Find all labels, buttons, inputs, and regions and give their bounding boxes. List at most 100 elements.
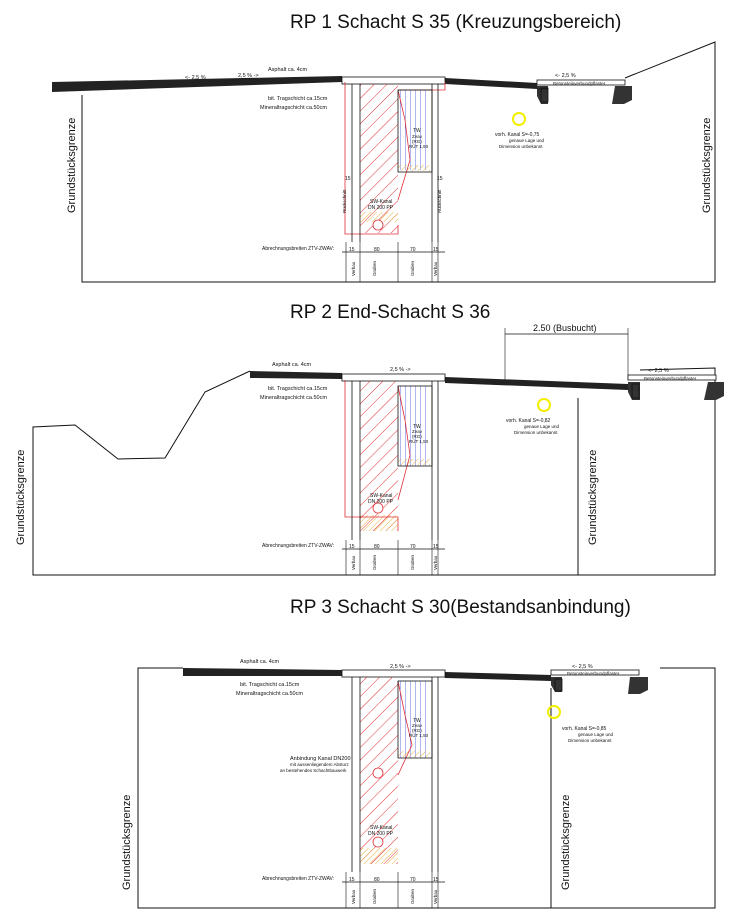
section-1-rueck-right: Rückschnitt [437, 189, 442, 213]
section-3-col-1: Graben [372, 888, 377, 904]
section-1-tw-3: (RG) [412, 139, 422, 144]
section-1-sw-2: DN 200 PP [368, 205, 394, 211]
section-2: 2.50 (Busbucht) 2,5 % -> <- 2,5 % Betons… [15, 323, 724, 576]
section-1-asphalt-label: Asphalt ca. 4cm [268, 67, 308, 73]
section-3-kanal-label: vorh. Kanal S=-0,85 [562, 726, 607, 732]
section-2-dim-1: 80 [374, 544, 380, 550]
section-1-slope-left: <- 2,5 % [185, 75, 206, 81]
section-1-kanal-sub1: genaue Lage und [509, 138, 545, 143]
section-2-title: RP 2 End-Schacht S 36 [290, 302, 491, 323]
section-3: 2,5 % -> <- 2,5 % Betonsteinverbundpflas… [121, 659, 716, 909]
section-3-dim-0: 15 [349, 877, 355, 883]
section-2-trench-blue [398, 386, 430, 466]
section-3-grund-right: Grundstücksgrenze [560, 795, 572, 890]
section-2-sw-2: DN 200 PP [368, 499, 394, 505]
section-2-asphalt-label: Asphalt ca. 4cm [272, 362, 312, 368]
section-1-col-3: Verbau [433, 261, 438, 276]
section-1-sw-1: SW-Kanal [370, 199, 392, 205]
section-3-anb-1: Anbindung Kanal DN200 [290, 756, 351, 762]
section-2-grund-right: Grundstücksgrenze [587, 450, 599, 545]
section-2-curb-label: Betonsteinverbundpflaster [644, 376, 697, 381]
section-1-trench-blue [398, 90, 430, 170]
section-1-rueck-left: Rückschnitt [342, 189, 347, 213]
section-2-grund-left: Grundstücksgrenze [15, 450, 27, 545]
section-2-kanal-sub2: Dimension unbekannt [514, 430, 558, 435]
section-2-road [250, 371, 342, 379]
section-3-tw-4: RÜT 1,50 [409, 732, 429, 738]
section-2-col-2: Graben [410, 554, 415, 570]
section-3-sw-1: SW-Kanal [370, 825, 392, 831]
section-3-kanal-sub2: Dimension unbekannt [568, 738, 612, 743]
section-1-grund-left: Grundstücksgrenze [66, 118, 78, 213]
section-2-tw-4: RÜT 1,50 [409, 438, 429, 444]
section-2-mineral-label: Mineraltragschicht ca.50cm [260, 395, 327, 401]
section-3-grund-left: Grundstücksgrenze [121, 795, 133, 890]
section-2-slope-right: <- 2,5 % [648, 368, 669, 374]
section-2-kanal-sub1: genaue Lage und [524, 424, 560, 429]
section-3-col-2: Graben [410, 888, 415, 904]
section-2-tw-2: Zeav [412, 429, 423, 434]
section-2-dim-2: 70 [410, 544, 416, 550]
section-1-trench-hatch [360, 84, 398, 233]
section-1-tw-2: Zeav [412, 134, 423, 139]
section-1-slope-right: <- 2,5 % [555, 73, 576, 79]
section-1-pipe-circle [372, 219, 384, 231]
section-2-pipe-circle [372, 502, 384, 514]
section-2-bus-label: 2.50 (Busbucht) [533, 323, 597, 333]
section-3-title: RP 3 Schacht S 30(Bestandsanbindung) [290, 597, 631, 618]
section-3-outline [137, 667, 716, 909]
section-1-road [52, 76, 342, 92]
section-1-title: RP 1 Schacht S 35 (Kreuzungsbereich) [290, 12, 622, 33]
section-1-abrechnung: Abrechnungsbreiten ZTV-ZWAV: [262, 246, 334, 252]
section-3-trench-blue [398, 681, 430, 758]
section-2-col-0: Verbau [351, 555, 356, 570]
section-2-existing-pipe-marker [537, 398, 551, 412]
section-1-col-0: Verbau [351, 261, 356, 276]
section-3-dim-2: 70 [410, 877, 416, 883]
section-3-tw-3: (RG) [412, 728, 422, 733]
section-1-dim-3: 15 [433, 247, 439, 253]
section-3-tw-2: Zeav [412, 723, 423, 728]
section-3-slope-mid: 2,5 % -> [390, 664, 411, 670]
section-1-curb-label: Betonsteinverbundpflaster [553, 81, 606, 86]
section-2-tw-1: TW [413, 424, 421, 430]
section-3-connection-circle [372, 767, 384, 779]
section-1-dim-2: 70 [410, 247, 416, 253]
section-2-col-1: Graben [372, 554, 377, 570]
section-3-col-3: Verbau [433, 889, 438, 904]
section-3-dim-3: 15 [433, 877, 439, 883]
section-1-col-1: Graben [372, 260, 377, 276]
section-3-existing-pipe-marker [547, 705, 561, 719]
section-1-existing-pipe-marker [512, 112, 526, 126]
section-2-outline [32, 367, 716, 576]
section-1-trag-label: bit. Tragschicht ca.15cm [268, 96, 328, 102]
section-1-dim-15-left: 15 [345, 176, 351, 182]
section-2-dim-0: 15 [349, 544, 355, 550]
section-3-anb-2: mit aussenliegendem Absturz [290, 762, 350, 767]
section-2-kanal-label: vorh. Kanal S=-0,82 [506, 418, 551, 424]
section-3-curb-label: Betonsteinverbundpflaster [567, 671, 620, 676]
section-2-road-right [445, 377, 628, 390]
section-3-anb-3: an bestehendes Schachtbauwerk [280, 768, 347, 773]
section-3-abrechnung: Abrechnungsbreiten ZTV-ZWAV: [262, 876, 334, 882]
section-2-abrechnung: Abrechnungsbreiten ZTV-ZWAV: [262, 543, 334, 549]
section-1-dim-15-right: 15 [437, 176, 443, 182]
section-3-dim-1: 80 [374, 877, 380, 883]
section-1-kanal-sub2: Dimension unbekannt [499, 144, 543, 149]
section-3-col-0: Verbau [351, 889, 356, 904]
section-1-tw-4: RÜT 1,50 [409, 143, 429, 149]
section-1-tw-1: TW [413, 128, 421, 134]
section-2-tw-3: (RG) [412, 434, 422, 439]
section-2-col-3: Verbau [433, 555, 438, 570]
section-2-dim-3: 15 [433, 544, 439, 550]
section-1-grund-right: Grundstücksgrenze [701, 118, 713, 213]
section-3-road-right [445, 672, 551, 681]
section-3-pipe-circle [372, 836, 384, 848]
section-2-sw-1: SW-Kanal [370, 493, 392, 499]
section-1-slope-mid: 2,5 % -> [238, 73, 259, 79]
section-2-trag-label: bit. Tragschicht ca.15cm [268, 386, 328, 392]
section-3-sw-2: DN 200 PP [368, 831, 394, 837]
section-3-tw-1: TW [413, 718, 421, 724]
section-3-asphalt-label: Asphalt ca. 4cm [240, 659, 280, 665]
